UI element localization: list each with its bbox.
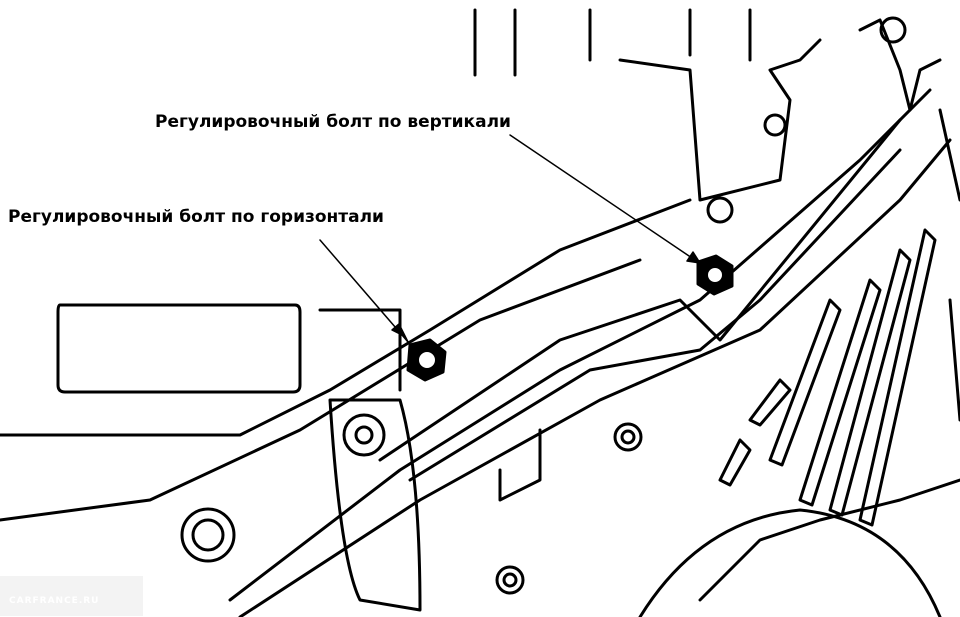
leader-arrows bbox=[319, 134, 701, 343]
horizontal-bolt-label: Регулировочный болт по горизонтали bbox=[8, 207, 384, 227]
vertical-bolt-label: Регулировочный болт по вертикали bbox=[155, 112, 511, 132]
grille-slots bbox=[718, 228, 937, 527]
bolts bbox=[180, 16, 907, 595]
watermark-text: CARFRANCE.RU bbox=[9, 596, 100, 606]
watermark: CARFRANCE.RU bbox=[0, 576, 143, 616]
body-panels bbox=[0, 8, 960, 617]
adjusting-bolt-vertical bbox=[696, 254, 734, 296]
adjusting-bolt-horizontal bbox=[406, 338, 447, 382]
